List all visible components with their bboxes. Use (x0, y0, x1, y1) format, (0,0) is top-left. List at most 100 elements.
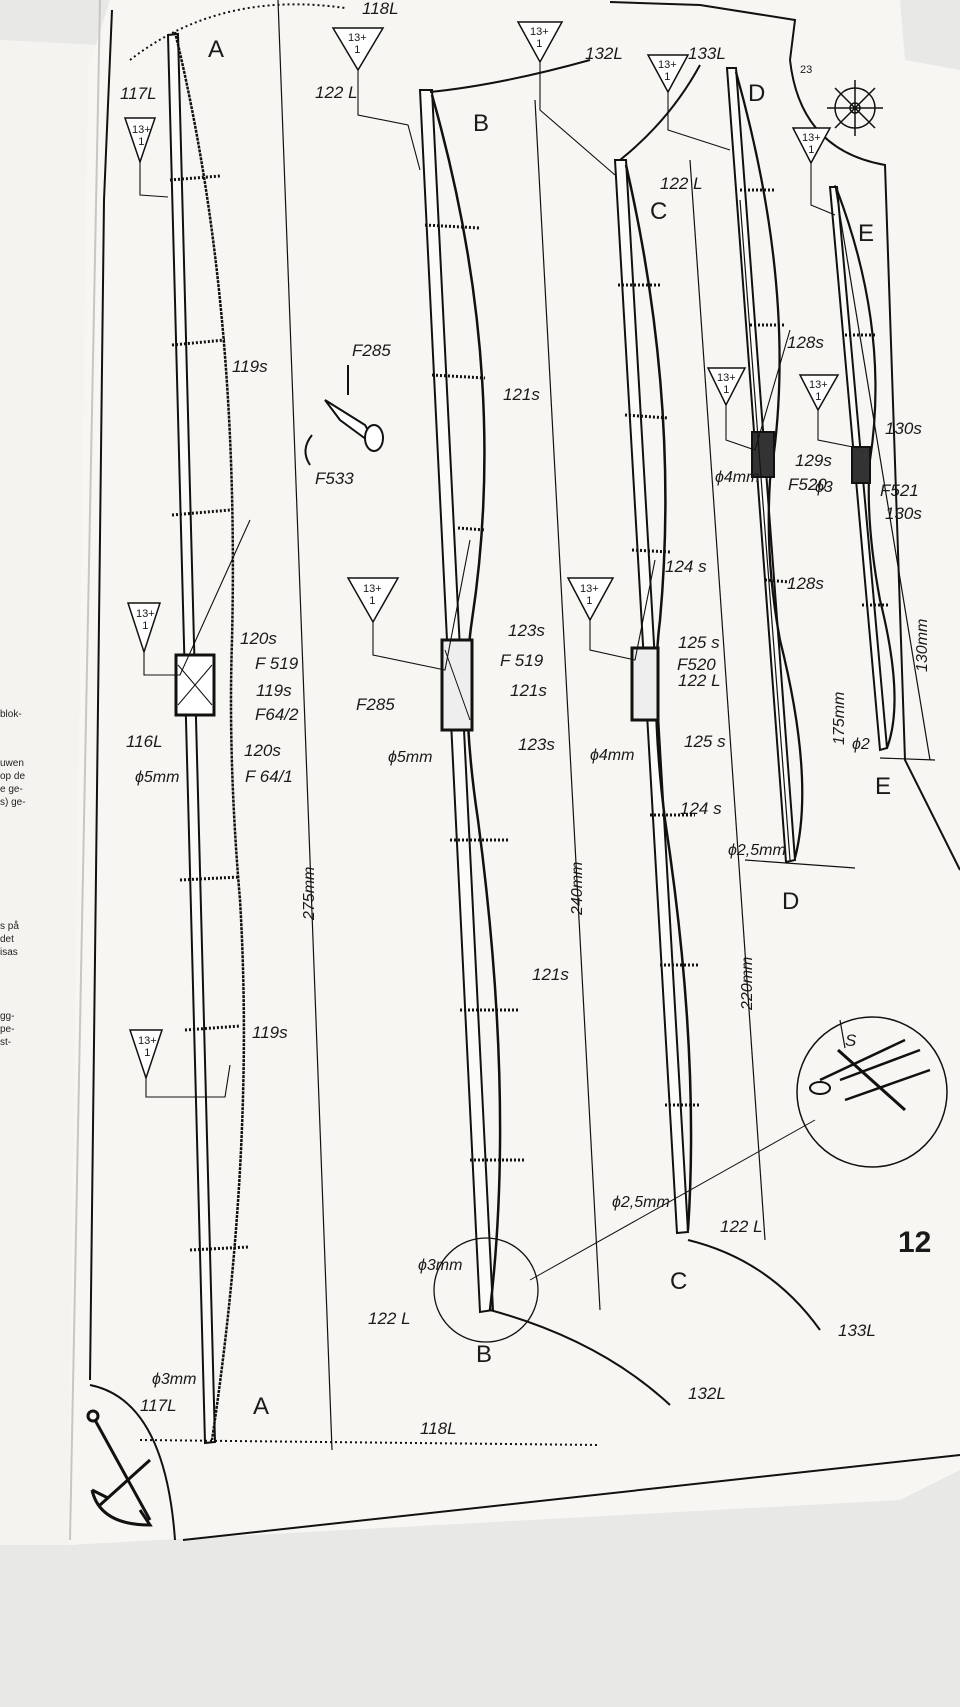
mast-c-dia-top: ϕ4mm (590, 747, 635, 764)
part-118l-top: 118L (362, 0, 399, 18)
warning-text-4: 13+ 1 (348, 32, 367, 56)
left-page-text-9: gg- (0, 1011, 15, 1022)
mast-c-label-bottom: C (670, 1268, 688, 1295)
part-132l-bottom: 132L (688, 1384, 726, 1403)
part-128s-a: 128s (787, 333, 824, 352)
part-133l-bottom: 133L (838, 1321, 876, 1340)
warning-text-3: 13+ 1 (138, 1035, 157, 1059)
part-128s-b: 128s (787, 574, 824, 593)
mast-d (725, 67, 856, 869)
part-130s-a: 130s (885, 419, 922, 438)
part-119s-a: 119s (232, 357, 268, 376)
mast-d-dia-bottom: ϕ2,5mm (728, 842, 786, 859)
part-133l-top: 133L (688, 44, 726, 63)
mast-a-dia-top: ϕ5mm (135, 769, 180, 786)
mast-b-length: 240mm (569, 861, 586, 915)
mast-e-length: 130mm (914, 618, 931, 672)
mast-a-dia-bottom: ϕ3mm (152, 1371, 197, 1388)
mast-e-dia-bottom: ϕ2 (852, 736, 870, 753)
mast-a-label-top: A (208, 36, 225, 63)
mast-a-length: 275mm (301, 866, 318, 920)
left-page-text-1: blok- (0, 709, 22, 720)
part-123s-b: 123s (518, 735, 555, 754)
left-page-text-10: pe- (0, 1024, 15, 1035)
mast-b-label-bottom: B (476, 1341, 493, 1368)
warning-text-8: 13+ 1 (658, 59, 677, 83)
left-page-text-2: uwen (0, 758, 24, 769)
warning-text-9: 13+ 1 (802, 132, 821, 156)
left-page-text-8: isas (0, 947, 18, 958)
mast-c (529, 64, 821, 1331)
mast-b (418, 59, 671, 1406)
part-122l-d: 122 L (720, 1217, 763, 1236)
part-f520-b: F520 (788, 475, 827, 494)
warning-text-5: 13+ 1 (530, 26, 549, 50)
mast-e-label-top: E (858, 220, 875, 247)
part-f519-a: F 519 (255, 654, 299, 673)
part-122l-e: 122 L (368, 1309, 411, 1328)
ships-wheel-icon (827, 80, 883, 136)
rigging-detail-circle (796, 1016, 948, 1168)
mast-b-label-top: B (473, 110, 490, 137)
page-gutter (69, 0, 101, 1541)
mast-d-label-bottom: D (782, 888, 800, 915)
mast-a-label-bottom: A (253, 1393, 270, 1420)
part-117l-top: 117L (120, 84, 157, 103)
page-frame (89, 1, 960, 1541)
pin-detail-illustration (304, 365, 384, 466)
corner-number: 23 (800, 64, 813, 76)
dimension-lines (277, 0, 931, 1451)
warning-text-6: 13+ 1 (363, 583, 382, 607)
leader-lines (139, 62, 859, 1098)
main-page (68, 0, 960, 1545)
warning-triangles (123, 21, 840, 1081)
part-122l-a: 122 L (315, 83, 358, 102)
part-129s: 129s (795, 451, 832, 470)
mast-c-length: 220mm (739, 956, 756, 1010)
mast-b-dia-top: ϕ5mm (388, 749, 433, 766)
part-122l-c: 122 L (678, 671, 721, 690)
mast-d-dia-top: ϕ4mm (715, 469, 760, 486)
anchor-icon (86, 1409, 153, 1527)
mast-e-label-bottom: E (875, 773, 892, 800)
part-125s-b: 125 s (684, 732, 726, 751)
warning-text-7: 13+ 1 (580, 583, 599, 607)
mast-e (828, 186, 936, 761)
page-number: 12 (898, 1226, 932, 1259)
mast-c-label-top: C (650, 198, 668, 225)
part-121s-c: 121s (532, 965, 569, 984)
part-121s-b: 121s (510, 681, 547, 700)
mast-d-label-top: D (748, 80, 766, 107)
part-123s-a: 123s (508, 621, 545, 640)
part-f64-1: F 64/1 (245, 767, 293, 786)
warning-text-11: 13+ 1 (809, 379, 828, 403)
part-120s-b: 120s (244, 741, 281, 760)
left-page-text-4: e ge- (0, 784, 23, 795)
part-119s-b: 119s (256, 681, 292, 700)
part-f519-b: F 519 (500, 651, 544, 670)
part-f285-a: F285 (352, 341, 391, 360)
mast-b-dia-bottom: ϕ3mm (418, 1257, 463, 1274)
left-page-text-5: s) ge- (0, 797, 26, 808)
left-page-text-11: st- (0, 1037, 12, 1048)
part-121s-a: 121s (503, 385, 540, 404)
part-116l: 116L (126, 732, 163, 751)
part-f533: F533 (315, 469, 354, 488)
mast-a (129, 3, 601, 1446)
part-132l-top: 132L (585, 44, 623, 63)
left-page-text-6: s på (0, 921, 19, 932)
part-117l-bottom: 117L (140, 1396, 177, 1415)
part-124s-b: 124 s (680, 799, 722, 818)
part-122l-b: 122 L (660, 174, 703, 193)
part-130s-b: 130s (885, 504, 922, 523)
mast-e-dia-top: ϕ3 (815, 479, 833, 496)
warning-text-1: 13+ 1 (132, 124, 151, 148)
part-120s-a: 120s (240, 629, 277, 648)
warning-text-2: 13+ 1 (136, 608, 155, 632)
part-118l-bottom: 118L (420, 1419, 457, 1438)
mast-c-dia-bottom: ϕ2,5mm (612, 1194, 670, 1211)
left-page-text-7: det (0, 934, 14, 945)
part-f285-b: F285 (356, 695, 395, 714)
